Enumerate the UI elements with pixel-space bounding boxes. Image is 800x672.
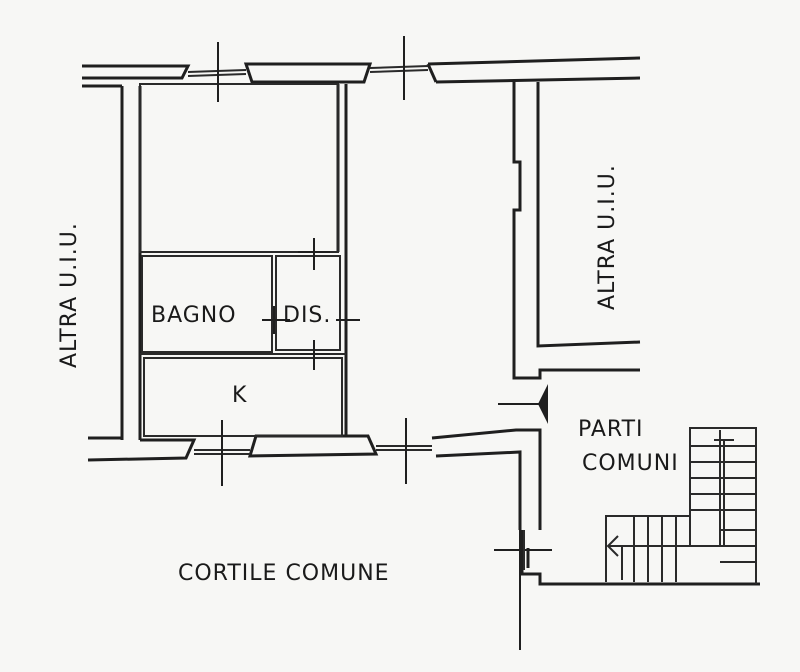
dis-room (275, 255, 341, 351)
window-top-right (369, 65, 429, 69)
label-left-unit: ALTRA U.I.U. (57, 222, 82, 368)
label-bagno: BAGNO (151, 303, 237, 328)
kitchen-room (143, 357, 343, 437)
openings (187, 36, 552, 650)
label-right-unit: ALTRA U.I.U. (595, 164, 620, 310)
label-kitchen: K (232, 383, 247, 408)
partitions (139, 83, 346, 437)
bottom-wall-right-inner (435, 450, 522, 530)
label-courtyard: CORTILE COMUNE (178, 561, 390, 586)
right-wall-outer (512, 82, 640, 380)
staircase (605, 427, 757, 584)
top-wall-right-join (426, 63, 438, 83)
entrance-arrow-icon (538, 384, 548, 424)
top-wall-right-inner (435, 76, 641, 84)
courtyard-corner-wall (520, 530, 760, 586)
stair-treads (633, 445, 756, 582)
label-common-parts-2: COMUNI (582, 451, 679, 476)
stair-outline (605, 427, 757, 584)
bottom-wall-middle (247, 434, 379, 458)
window-top-right-b (369, 69, 429, 73)
bottom-wall-right (431, 428, 542, 530)
bagno-room (141, 255, 273, 353)
top-wall-left (82, 64, 191, 80)
walls (82, 56, 760, 586)
top-wall-right (427, 56, 641, 66)
label-dis: DIS. (283, 303, 331, 328)
label-common-parts-1: PARTI (578, 417, 644, 442)
bottom-wall-left (87, 438, 197, 462)
main-room (139, 83, 339, 253)
top-wall-middle (243, 62, 373, 84)
right-wall-inner (536, 82, 641, 348)
